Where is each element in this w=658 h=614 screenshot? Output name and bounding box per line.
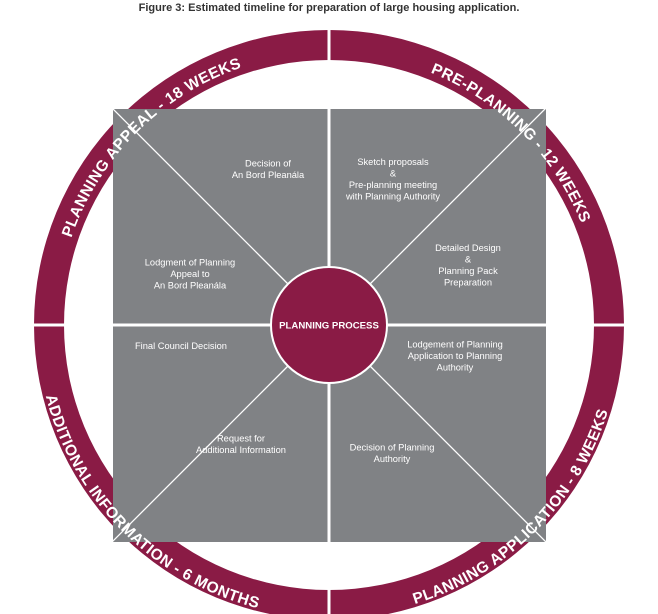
step-label-line: Preparation xyxy=(444,277,492,287)
step-divider-line xyxy=(369,365,546,542)
step-label-line: Authority xyxy=(374,454,411,464)
step-label-line: Final Council Decision xyxy=(135,341,227,351)
ring-quadrant-additional-information xyxy=(34,325,329,614)
step-dividers xyxy=(113,109,546,542)
step-decision-of-an-bord-pleanala: Decision of An Bord Pleanála xyxy=(232,158,305,180)
step-label-line: Lodgment of Planning xyxy=(145,258,235,268)
step-label-line: An Bord Pleanála xyxy=(232,170,305,180)
ring-quadrant-pre-planning xyxy=(329,30,624,325)
step-label-line: Sketch proposals xyxy=(357,157,429,167)
center-hub xyxy=(270,266,388,384)
step-label-line: & xyxy=(465,254,472,264)
step-label-line: Application to Planning xyxy=(408,351,503,361)
step-label-line: Request for xyxy=(217,433,265,443)
step-label-line: Additional Information xyxy=(196,445,286,455)
step-divider-line xyxy=(113,365,289,542)
stage-ring xyxy=(34,30,624,614)
center-label: PLANNING PROCESS xyxy=(279,321,379,332)
step-label-line: & xyxy=(390,168,397,178)
step-label-line: Appeal to xyxy=(170,269,209,279)
figure-caption: Figure 3: Estimated timeline for prepara… xyxy=(138,2,520,14)
step-label-line: Lodgement of Planning xyxy=(407,340,503,350)
step-divider-line xyxy=(113,109,289,285)
step-label-line: Decision of Planning xyxy=(350,442,435,452)
ring-quadrant-planning-application xyxy=(329,325,624,614)
step-label-line: Planning Pack xyxy=(438,266,498,276)
step-final-council-decision: Final Council Decision xyxy=(135,341,227,351)
step-label-line: Pre-planning meeting xyxy=(349,180,437,190)
ring-quadrant-planning-appeal xyxy=(34,30,329,325)
step-label-line: An Bord Pleanála xyxy=(154,281,227,291)
step-label-line: with Planning Authority xyxy=(345,191,440,201)
step-label-line: Detailed Design xyxy=(435,243,501,253)
step-label-line: Authority xyxy=(437,363,474,373)
step-label-line: Decision of xyxy=(245,158,291,168)
step-divider-line xyxy=(369,109,546,285)
